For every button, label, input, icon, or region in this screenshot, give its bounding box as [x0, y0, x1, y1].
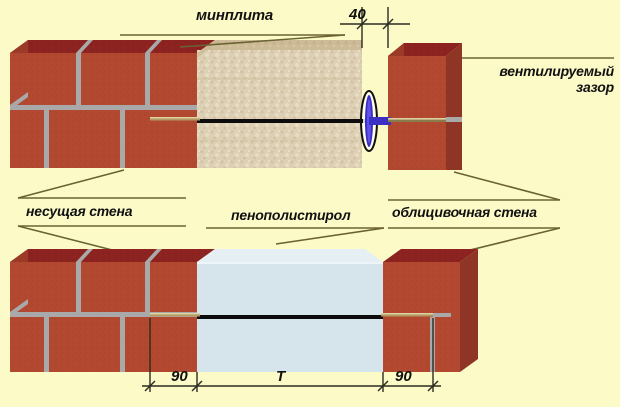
- lower-dimension-line: [142, 318, 441, 392]
- dowel-washer-icon: [360, 90, 391, 152]
- upper-mineral-wool-slab: [197, 40, 362, 168]
- label-ventilated-gap-line1: вентилируемый: [499, 63, 614, 79]
- label-ventilated-gap: вентилируемый зазор: [478, 63, 614, 95]
- dimension-label-insulation: T: [276, 368, 286, 385]
- lower-polystyrene-panel: [197, 249, 383, 372]
- lower-bearing-wall: [10, 249, 215, 372]
- upper-anchor-assembly: [150, 90, 462, 152]
- dimension-label-bearing-wall: 90: [171, 368, 188, 385]
- dimension-label-facing-wall: 90: [395, 368, 412, 385]
- middle-leader-lines: [17, 169, 561, 253]
- upper-section-mineral-wool: [10, 7, 614, 170]
- upper-bearing-wall: [10, 40, 215, 168]
- lower-anchor-rod: [150, 313, 451, 319]
- lower-facing-wall: [383, 249, 478, 372]
- label-polystyrene: пенополистирол: [231, 207, 351, 223]
- dimension-label-gap: 40: [349, 6, 366, 23]
- upper-facing-wall: [388, 43, 462, 170]
- label-mineral-slab: минплита: [196, 7, 274, 24]
- label-ventilated-gap-line2: зазор: [576, 78, 614, 95]
- anchor-rod: [197, 119, 365, 123]
- lower-section-polystyrene: [10, 249, 478, 392]
- dimension-gap-40: [340, 7, 410, 48]
- leader-minplita: [120, 34, 346, 48]
- label-bearing-wall: несущая стена: [26, 203, 133, 219]
- label-facing-wall: облицивочная стена: [392, 204, 537, 220]
